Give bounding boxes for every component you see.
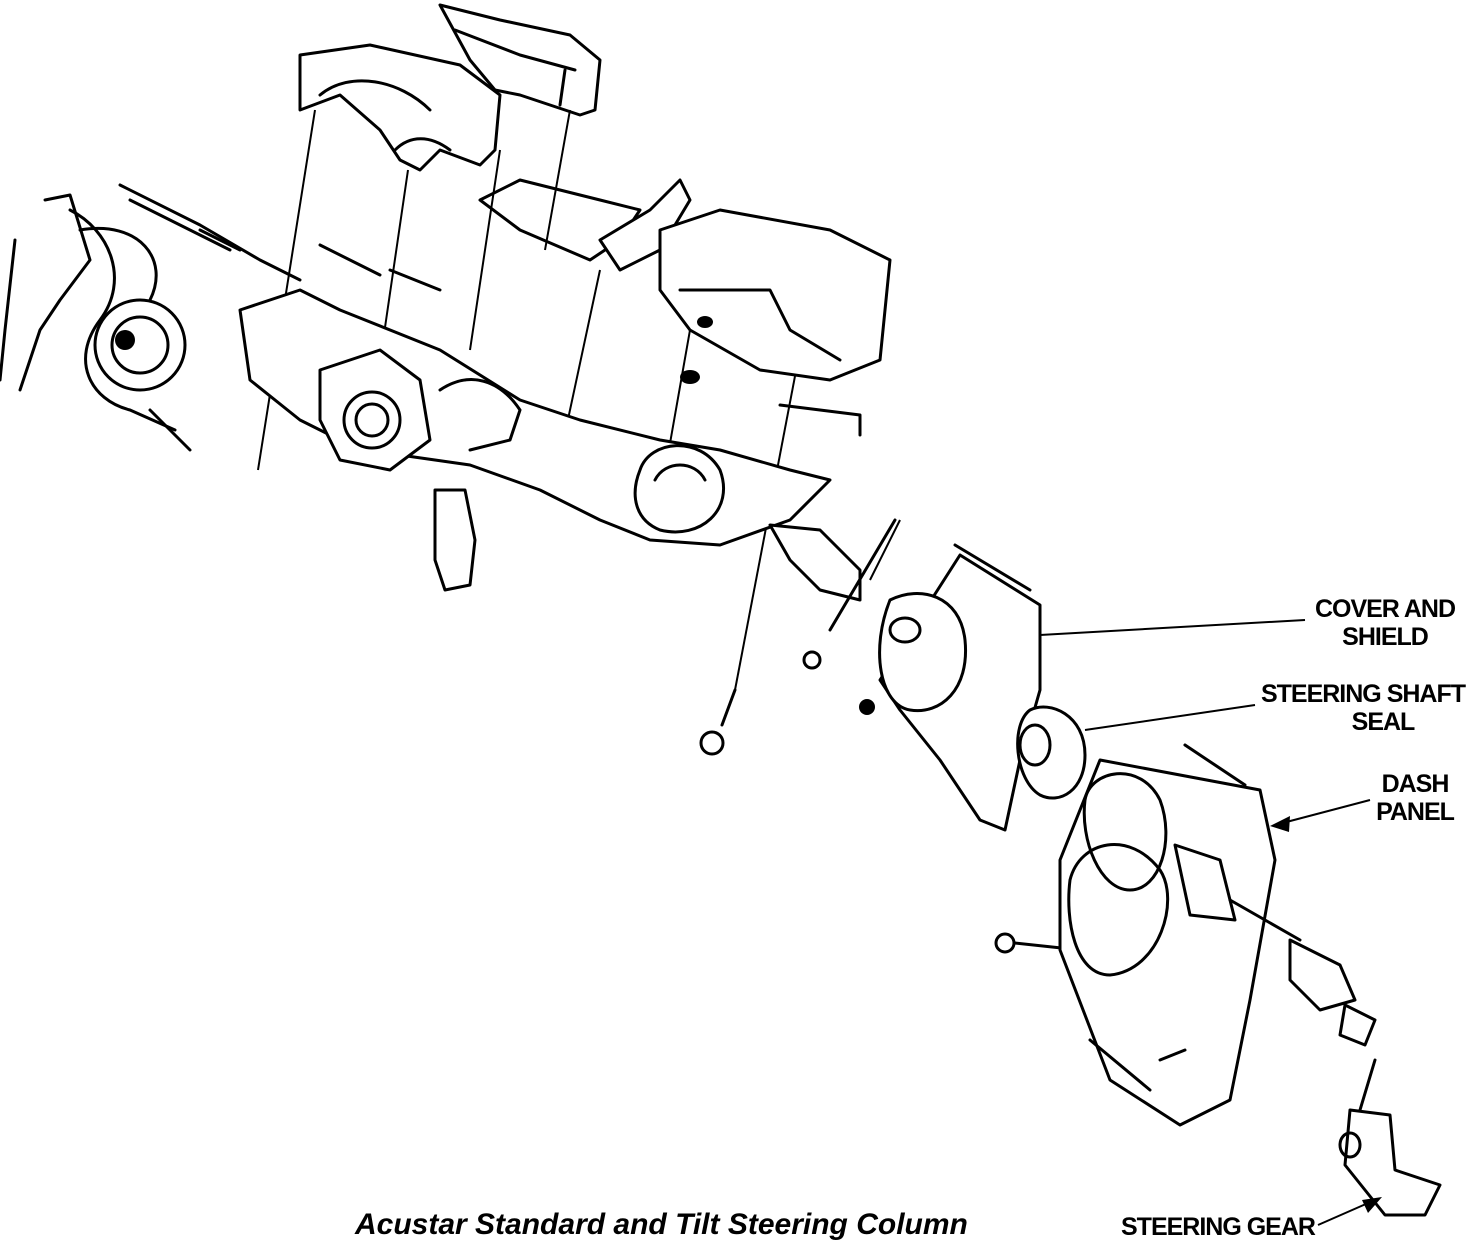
steering-gear: [1173, 843, 1442, 1217]
column-body: [238, 178, 892, 592]
label-cover-and-shield: COVER AND SHIELD: [1300, 595, 1470, 651]
label-dash-panel: DASH PANEL: [1370, 770, 1460, 826]
label-steering-shaft-seal: STEERING SHAFT SEAL: [1257, 680, 1469, 736]
cover-and-shield: [878, 543, 1042, 832]
upper-shroud: [298, 43, 502, 172]
wiring-harness: [0, 183, 302, 452]
label-steering-shaft-seal-line2: SEAL: [1351, 708, 1416, 736]
label-dash-panel-line1: DASH: [1381, 770, 1450, 798]
steering-shaft-seal: [1016, 705, 1087, 800]
label-steering-gear: STEERING GEAR: [1121, 1213, 1316, 1241]
label-cover-and-shield-line1: COVER AND: [1314, 595, 1456, 623]
label-steering-shaft-seal-line1: STEERING SHAFT: [1260, 680, 1466, 708]
label-dash-panel-line2: PANEL: [1376, 798, 1455, 826]
lower-shroud: [438, 3, 602, 117]
leader-lines: [1039, 619, 1382, 1226]
label-cover-and-shield-line2: SHIELD: [1342, 623, 1429, 651]
dash-panel: [1058, 743, 1277, 1127]
diagram-caption: Acustar Standard and Tilt Steering Colum…: [355, 1208, 968, 1241]
